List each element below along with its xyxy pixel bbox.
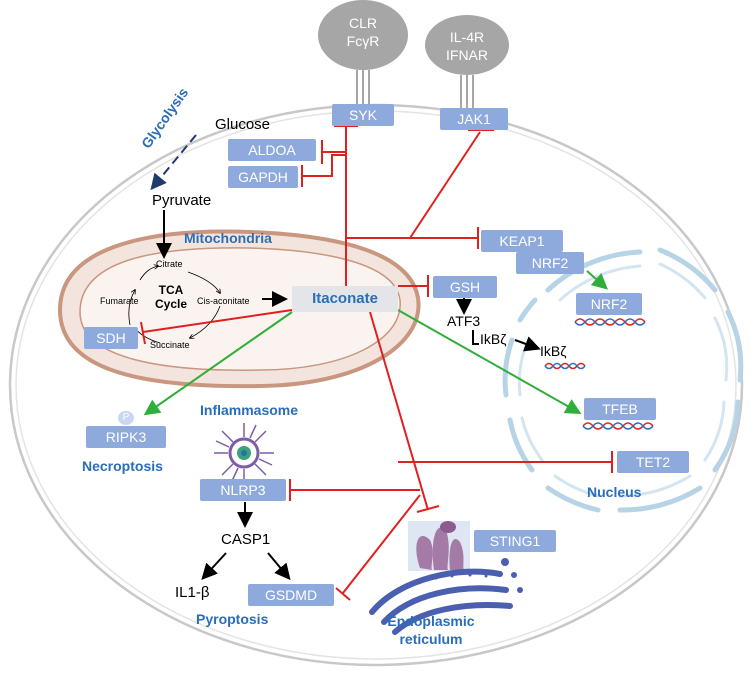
citrate-label: Citrate bbox=[156, 259, 183, 269]
keap1-box: KEAP1 bbox=[481, 230, 563, 252]
pyruvate-label: Pyruvate bbox=[152, 192, 212, 209]
tet2-box: TET2 bbox=[617, 451, 689, 473]
casp1-to-il1b-arrow bbox=[201, 552, 227, 580]
clr-receptor-label: CLR FcγR bbox=[325, 14, 401, 50]
inhibition-lines bbox=[140, 125, 613, 601]
atf3-to-ikbz-inhibit bbox=[472, 330, 479, 345]
mitochondria-label: Mitochondria bbox=[184, 230, 272, 246]
dna-helix-nrf2 bbox=[574, 318, 646, 326]
sdh-box: SDH bbox=[84, 327, 138, 349]
er-dots bbox=[378, 573, 488, 604]
tca-word: TCA bbox=[158, 283, 184, 297]
ikbz-cyto-label: IkBζ bbox=[480, 331, 507, 347]
jak1-box: JAK1 bbox=[440, 108, 508, 130]
cell-membrane bbox=[8, 103, 744, 667]
er-label-line1: Endoplasmic bbox=[387, 613, 475, 629]
nlrp3-box: NLRP3 bbox=[200, 479, 286, 501]
atf3-label: ATF3 bbox=[447, 313, 481, 329]
dna-helix-ikbz bbox=[544, 362, 586, 370]
clr-receptor-shape bbox=[318, 0, 408, 104]
aldoa-box: ALDOA bbox=[228, 139, 316, 161]
glucose-label: Glucose bbox=[215, 116, 271, 133]
glycolysis-arrow bbox=[150, 134, 197, 191]
er-label: Endoplasmic reticulum bbox=[376, 612, 486, 648]
sting1-protein-shape bbox=[408, 521, 470, 571]
gsdmd-box: GSDMD bbox=[248, 584, 334, 606]
gsh-box: GSH bbox=[433, 276, 497, 298]
syk-box: SYK bbox=[332, 104, 394, 126]
cycle-word: Cycle bbox=[155, 297, 188, 311]
il4r-label: IL-4R bbox=[449, 29, 485, 45]
il1b-label: IL1-β bbox=[175, 584, 210, 601]
casp1-to-gsdmd-arrow bbox=[267, 552, 291, 581]
casp1-label: CASP1 bbox=[221, 531, 271, 548]
pyroptosis-label: Pyroptosis bbox=[196, 611, 269, 627]
itaconate-to-tfeb-arrow bbox=[397, 309, 582, 414]
nrf2-cyto-box: NRF2 bbox=[516, 252, 584, 274]
endoplasmic-reticulum-shape bbox=[369, 558, 523, 635]
inflammasome-label: Inflammasome bbox=[200, 402, 299, 418]
tca-cycle-label: TCA Cycle bbox=[155, 283, 187, 311]
phospho-badge: P bbox=[118, 411, 134, 425]
ikbz-translocation-arrow bbox=[514, 336, 541, 352]
nucleus-label: Nucleus bbox=[587, 484, 642, 500]
ripk3-box: RIPK3 bbox=[86, 426, 166, 448]
ikbz-nuc-label: IkBζ bbox=[540, 343, 567, 359]
cis-aconitate-label: Cis-aconitate bbox=[197, 296, 250, 306]
itaconate-to-ripk3-arrow bbox=[143, 311, 293, 416]
er-label-line2: reticulum bbox=[399, 631, 463, 647]
nrf2-translocation-arrow bbox=[586, 270, 608, 290]
succinate-label: Succinate bbox=[150, 340, 190, 350]
inflammasome-icon bbox=[214, 423, 274, 483]
tfeb-box: TFEB bbox=[584, 398, 656, 420]
nucleus-envelope bbox=[502, 247, 744, 513]
nrf2-nuc-box: NRF2 bbox=[576, 293, 642, 315]
itaconate-box: Itaconate bbox=[292, 286, 398, 312]
il4r-receptor-label: IL-4R IFNAR bbox=[429, 28, 505, 64]
sting1-box: STING1 bbox=[474, 530, 556, 552]
fcgr-label: FcγR bbox=[346, 33, 380, 49]
mitochondrion-shape bbox=[57, 229, 421, 389]
dna-helix-tfeb bbox=[582, 422, 654, 430]
ifnar-label: IFNAR bbox=[446, 47, 488, 63]
fumarate-label: Fumarate bbox=[100, 296, 139, 306]
necroptosis-label: Necroptosis bbox=[82, 458, 163, 474]
il4r-receptor-shape bbox=[425, 15, 509, 108]
gapdh-box: GAPDH bbox=[228, 166, 298, 188]
clr-label: CLR bbox=[348, 15, 377, 31]
